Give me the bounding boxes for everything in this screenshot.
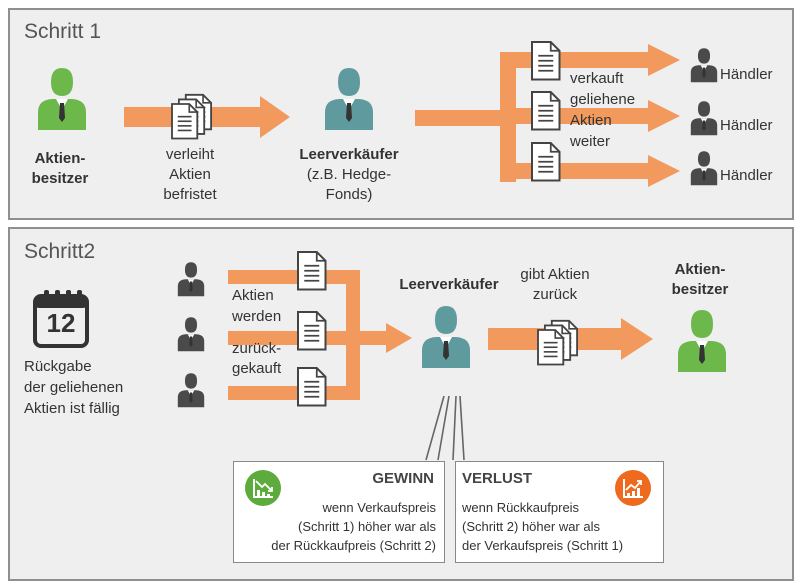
calendar-icon [33,290,89,348]
step1-title: Schritt 1 [24,20,102,43]
step2-title: Schritt2 [24,240,96,263]
lend-document-icon [172,95,211,139]
loss-title: VERLUST [462,470,533,487]
buyback-label: Aktien werden zurück- gekauft [232,287,282,377]
trader-person-icon-step2 [177,262,205,408]
return-document-icon [538,321,577,365]
calendar-day: 12 [46,308,76,338]
owner-label-step2: Aktien-besitzer [671,261,729,298]
loss-box: VERLUST wenn Rückkaufpreis (Schritt 2) h… [455,461,664,563]
callout-lines [425,395,465,461]
chart-down-icon [245,470,281,506]
sell-label: verkauft geliehene Aktien weiter [570,70,636,150]
owner-label: Aktien-besitzer [31,150,89,187]
gain-title: GEWINN [372,470,434,487]
gain-text: wenn Verkaufspreis (Schritt 1) höher war… [271,500,436,553]
short-seller-person-icon [325,68,373,130]
sell-document-icon [531,41,561,182]
short-seller-subtitle: (z.B. Hedge-Fonds) [306,166,392,203]
trader-label: Händler [720,167,773,184]
due-label: Rückgabe der geliehenen Aktien ist fälli… [24,358,124,417]
trader-label: Händler [720,117,773,134]
short-seller-person-icon-step2 [422,306,470,368]
owner-person-icon [38,68,86,130]
loss-text: wenn Rückkaufpreis (Schritt 2) höher war… [462,500,624,553]
short-seller-title: Leerverkäufer [299,146,399,163]
sell-arrows [415,44,680,187]
chart-up-icon [615,470,651,506]
trader-label: Händler [720,66,773,83]
trader-person-icon [690,48,718,186]
owner-person-icon-step2 [678,310,726,372]
buyback-document-icon [297,251,327,407]
gain-box: GEWINN wenn Verkaufspreis (Schritt 1) hö… [233,461,445,563]
short-seller-title-step2: Leerverkäufer [399,276,499,293]
